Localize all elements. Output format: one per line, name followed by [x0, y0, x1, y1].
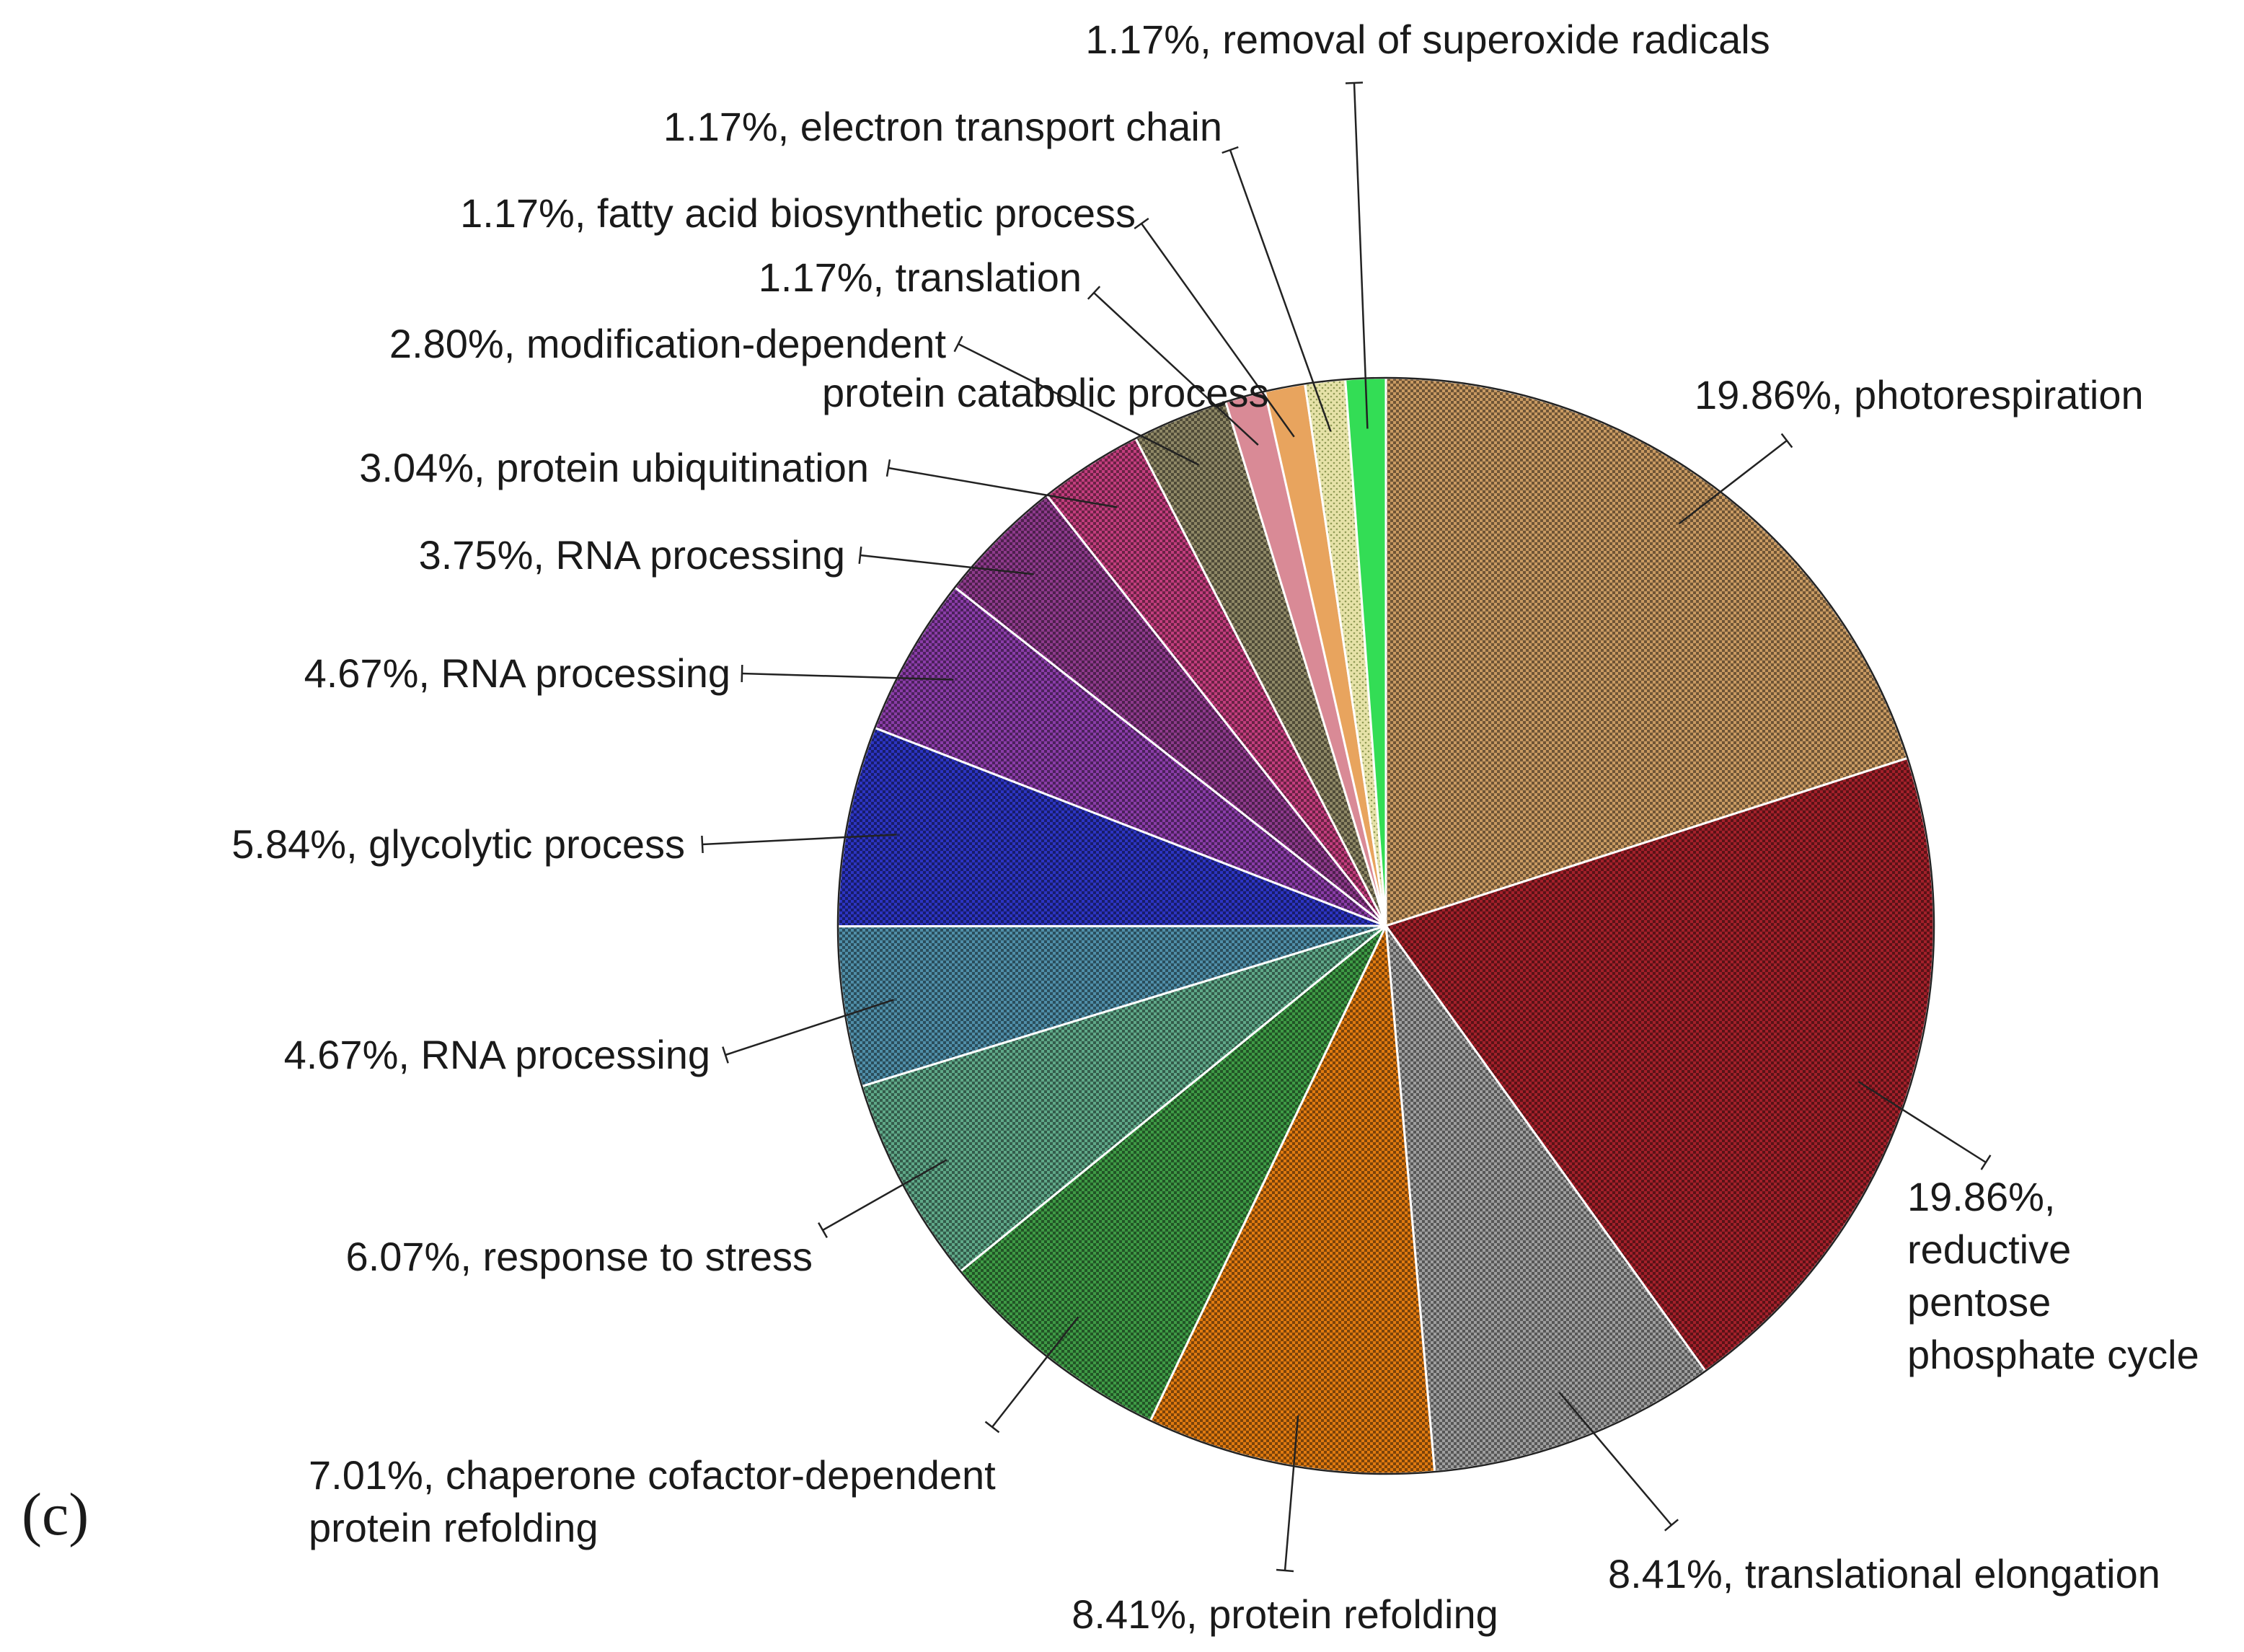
pie-rim	[836, 376, 1935, 1475]
leader-cap	[1222, 146, 1239, 154]
leader-cap	[1345, 81, 1364, 84]
leader-cap	[885, 459, 891, 477]
leader-lines	[701, 81, 1992, 1573]
slice-label: 1.17%, translation	[759, 255, 1082, 300]
pie-slices	[836, 376, 1935, 1475]
leader-cap	[984, 1421, 1000, 1434]
leader-cap	[1134, 217, 1149, 230]
slice-label: 4.67%, RNA processing	[284, 1032, 710, 1077]
leader-cap	[818, 1222, 828, 1239]
leader-line	[1140, 223, 1295, 438]
leader-cap	[1780, 433, 1793, 449]
leader-cap	[1087, 286, 1101, 300]
slice-label: protein refolding	[309, 1505, 598, 1550]
leader-line	[1678, 440, 1788, 525]
leader-line	[1229, 149, 1332, 432]
leader-line	[822, 1159, 947, 1232]
leader-cap	[1980, 1154, 1992, 1170]
leader-cap	[858, 546, 862, 565]
slice-label: 3.04%, protein ubiquitination	[359, 445, 869, 490]
leader-line	[991, 1316, 1079, 1428]
leader-cap	[1276, 1568, 1294, 1573]
slice-label: 19.86%, photorespiration	[1695, 372, 2144, 418]
slice-label: phosphate cycle	[1907, 1332, 2199, 1377]
slice-label: pentose	[1907, 1279, 2051, 1325]
leader-line	[1558, 1391, 1672, 1526]
leader-line	[1353, 82, 1369, 429]
leader-line	[860, 554, 1034, 575]
leader-line	[741, 672, 954, 681]
leader-cap	[722, 1046, 729, 1064]
slice-label: 3.75%, RNA processing	[419, 532, 845, 578]
leader-line	[725, 999, 894, 1056]
leader-cap	[953, 335, 963, 353]
slice-label: 8.41%, protein refolding	[1072, 1591, 1498, 1637]
leader-line	[702, 834, 897, 846]
slice-label: 7.01%, chaperone cofactor-dependent	[309, 1452, 996, 1498]
leader-cap	[741, 664, 743, 683]
leader-line	[1284, 1415, 1299, 1571]
slice-label: 5.84%, glycolytic process	[231, 821, 685, 867]
slice-label: 2.80%, modification-dependent	[389, 321, 947, 366]
slice-label: 4.67%, RNA processing	[304, 650, 730, 696]
slice-label: 1.17%, electron transport chain	[663, 104, 1222, 149]
slice-label: 1.17%, removal of superoxide radicals	[1085, 17, 1770, 62]
slice-label: protein catabolic process	[822, 370, 1268, 415]
slice-labels: 19.86%, photorespiration 19.86%, reductive…	[231, 17, 2199, 1637]
leader-line	[888, 467, 1118, 508]
leader-cap	[1664, 1519, 1679, 1532]
leader-line	[1093, 292, 1259, 446]
slice-label: 8.41%, translational elongation	[1608, 1551, 2160, 1596]
leader-line	[1858, 1081, 1987, 1164]
slice-label: 19.86%,	[1907, 1174, 2056, 1219]
slice-label: 6.07%, response to stress	[346, 1234, 813, 1279]
leader-line	[958, 343, 1200, 466]
slice-label: 1.17%, fatty acid biosynthetic process	[460, 190, 1136, 236]
slice-label: reductive	[1907, 1227, 2071, 1272]
panel-label: (c)	[22, 1481, 89, 1548]
